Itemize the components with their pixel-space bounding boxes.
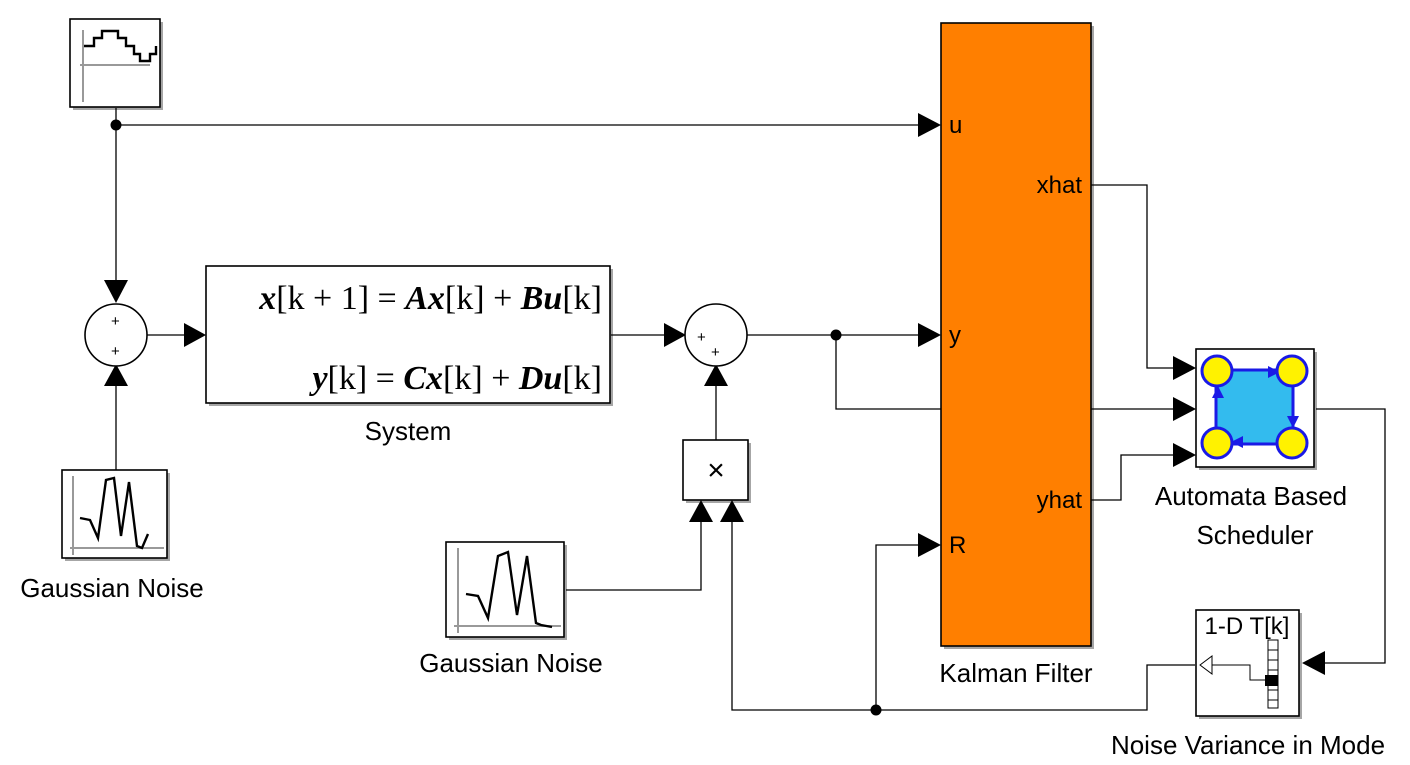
arrow-sum1-bottom [104,364,128,386]
lookup-label: Noise Variance in Mode [1111,730,1385,760]
eq1-ax: Ax [403,280,445,317]
gaussian-noise-block-1[interactable] [61,469,170,561]
noise-signal-icon [79,476,150,550]
scheduler-label-line2: Scheduler [1196,520,1313,550]
state-node-icon [1275,354,1309,388]
arrow-r [918,533,941,557]
eq1-ax-index: [k] + [445,280,521,317]
wire-lookup-to-r [875,544,918,710]
index-vector-icon [1267,639,1279,709]
eq2-lhs: y [308,360,328,397]
port-y: y [949,322,961,349]
arrow-sum2-bottom [704,364,728,386]
system-label: System [365,416,452,446]
gaussian-noise-block-2[interactable] [445,541,567,640]
sum1-sign-bottom: + [111,343,120,360]
staircase-wave-icon [84,29,158,63]
junction-dot [870,704,882,716]
eq1-bu: Bu [520,280,563,317]
output-equation: y[k] = Cx[k] + Du[k] [308,360,602,397]
arrowheads [104,113,1325,675]
lookup-table-block[interactable]: 1-D T[k] [1195,609,1302,719]
scheduler-block[interactable] [1195,348,1317,470]
wire-lookup-to-product [731,520,1195,711]
wire-noise2-to-product [566,520,702,591]
arrow-lookup-in [1302,651,1325,675]
eq2-cx: Cx [403,360,443,397]
sum1-sign-top: + [111,313,120,330]
arrow-sum2-left [664,323,686,347]
gaussian-noise-2-label: Gaussian Noise [419,648,603,678]
eq1-lhs-index: [k + 1] = [276,280,405,317]
sum2-sign-bottom: + [711,344,720,361]
arrow-y [918,323,941,347]
arrow-sum1-top [104,280,128,303]
transition-arrow-icon [1231,436,1243,448]
lookup-path-icon [1212,664,1265,681]
state-node-icon [1200,426,1234,460]
lookup-title: 1-D T[k] [1205,613,1290,640]
selected-index-icon [1265,675,1278,686]
scheduler-label-line1: Automata Based [1155,481,1347,511]
wire-yhat-to-scheduler [1091,454,1173,501]
state-equation: x[k + 1] = Ax[k] + Bu[k] [258,280,602,317]
arrow-u [918,113,941,137]
lookup-output-arrow-icon [1199,655,1213,675]
arrow-scheduler-in3 [1173,443,1196,467]
junction-dot [830,329,842,341]
kalman-filter-block[interactable]: u y R xhat yhat [940,22,1094,649]
arrow-product-in2 [720,500,744,522]
eq2-lhs-index: [k] = [328,360,404,397]
state-node-icon [1200,354,1234,388]
junction-dot [110,119,122,131]
kalman-filter-body [940,22,1092,647]
transition-arrow-icon [1287,416,1299,428]
multiply-icon: × [707,454,725,487]
arrow-system-in [184,323,206,347]
port-yhat: yhat [1037,487,1083,514]
port-r: R [949,532,966,559]
port-u: u [949,112,962,139]
wire-xhat-to-scheduler [1091,184,1173,369]
transition-arrow-icon [1268,366,1280,378]
eq2-du-index: [k] [562,360,602,397]
eq2-cx-index: [k] + [443,360,519,397]
port-xhat: xhat [1037,172,1083,199]
arrow-scheduler-in2 [1173,397,1196,421]
sum-block-2[interactable]: + + [684,303,748,367]
eq1-bu-index: [k] [562,280,602,317]
sum-block-1[interactable]: + + [84,303,148,367]
sum2-sign-left: + [697,329,706,346]
noise-signal-icon [465,550,553,629]
arrow-product-in1 [689,500,713,522]
transition-arrow-icon [1212,386,1224,398]
arrow-scheduler-in1 [1173,356,1196,380]
repeating-sequence-block[interactable] [69,18,163,110]
kalman-filter-label: Kalman Filter [939,658,1092,688]
wire-scheduler-to-lookup [1316,408,1386,664]
junctions [110,119,882,716]
product-block[interactable]: × [682,439,751,503]
eq1-lhs: x [258,280,276,317]
gaussian-noise-1-label: Gaussian Noise [20,573,204,603]
eq2-du: Du [518,360,562,397]
system-block[interactable]: x[k + 1] = Ax[k] + Bu[k] y[k] = Cx[k] + … [205,265,613,406]
state-node-icon [1275,426,1309,460]
